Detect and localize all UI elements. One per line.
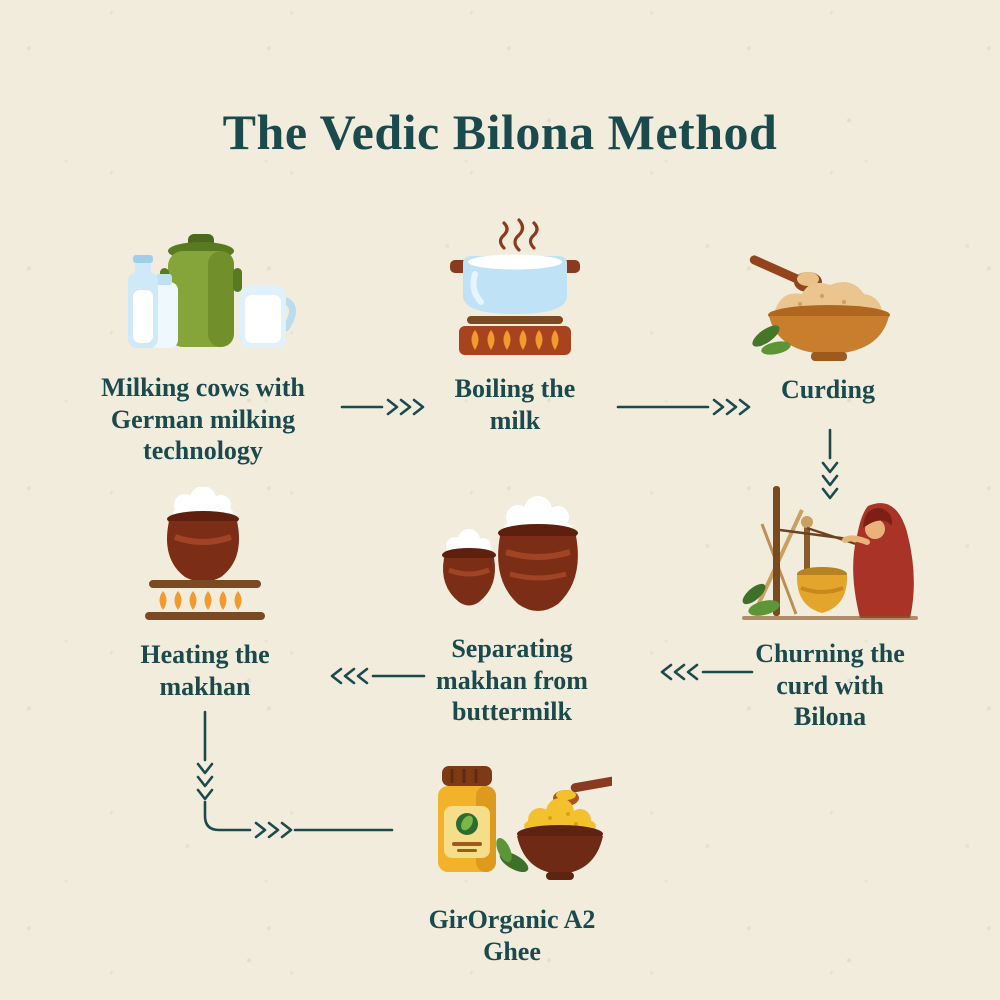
step-label-ghee: GirOrganic A2 Ghee [428,905,596,966]
boiling-pot-icon [450,218,580,355]
step-label-curding: Curding [781,375,875,404]
stove [459,316,571,355]
bilona-churning-icon [741,486,918,620]
heating-pot-icon [144,487,265,620]
step-boiling: Boiling the milk [420,218,610,436]
bowl [517,825,603,880]
page-title: The Vedic Bilona Method [222,104,778,160]
step-separating: Separating makhan from buttermilk [407,488,617,728]
leaves [752,325,791,355]
curd-bowl-icon [749,255,890,361]
arrow-boiling-to-curding [616,398,751,416]
step-label-heating: Heating the makhan [140,640,270,701]
arrow-milking-to-boiling [340,398,425,416]
step-label-milking: Milking cows with German milking technol… [101,373,305,466]
step-label-separating: Separating makhan from buttermilk [436,634,588,727]
step-milking: Milking cows with German milking technol… [63,232,343,467]
steam [498,218,539,252]
pot [166,511,239,582]
woman [841,503,914,618]
pot [450,254,580,314]
makhan-pots-icon [441,496,578,611]
churn-rod [800,516,813,574]
jar [438,766,496,872]
step-churning: Churning the curd with Bilona [725,480,935,733]
ground [741,616,918,620]
milk-bottles [128,255,178,348]
step-curding: Curding [733,252,923,406]
pot [796,567,847,613]
leaves [496,837,529,873]
leaves [742,583,780,616]
small-pot [441,529,496,606]
arrow-heating-to-ghee [196,710,394,839]
milk-containers-icon [128,234,296,348]
milk-glass [240,286,296,348]
step-label-churning: Churning the curd with Bilona [755,639,905,732]
step-label-boiling: Boiling the milk [454,374,576,435]
stove [144,580,265,620]
step-ghee: GirOrganic A2 Ghee [402,756,622,967]
big-pot [497,496,578,611]
bowl [768,305,890,361]
ghee-jar-bowl-icon [438,766,612,880]
pole [772,486,780,616]
step-heating: Heating the makhan [105,487,305,702]
